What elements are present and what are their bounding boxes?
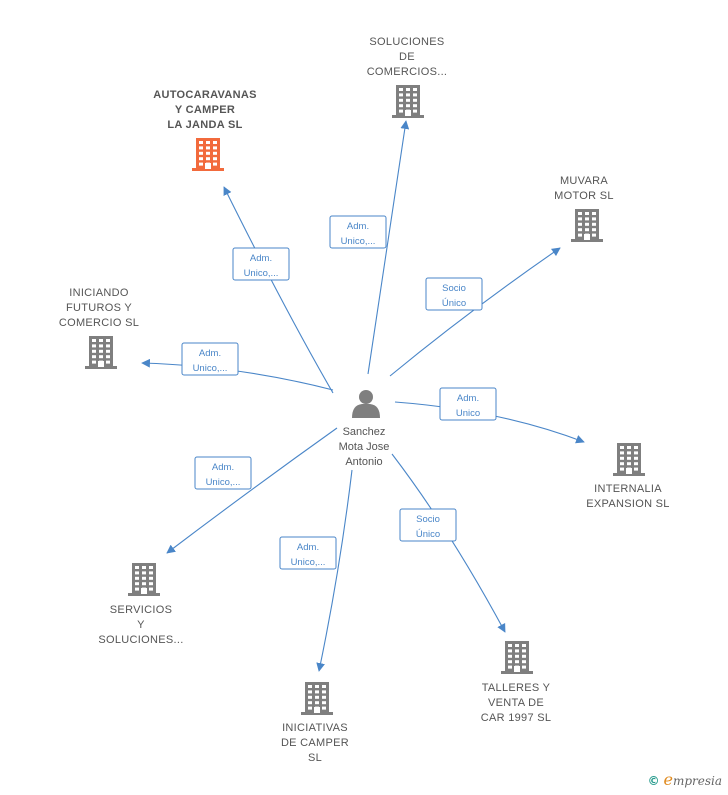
edge-line (141, 358, 334, 391)
edge-label-line: Adm. (250, 253, 272, 264)
building-icon (571, 209, 603, 242)
company-name-line: INICIATIVAS (282, 722, 348, 734)
edge-label-line: Unico,... (206, 477, 241, 488)
company-name-line: SOLUCIONES... (98, 634, 183, 646)
company-name-line: EXPANSION SL (586, 498, 669, 510)
person-name-line: Sanchez (343, 426, 386, 438)
edge-label-line: Socio (442, 283, 466, 294)
company-name-line: SL (308, 752, 322, 764)
edge-label[interactable]: Adm. Unico,... (194, 456, 252, 490)
company-name-line: MUVARA (560, 175, 608, 187)
edge-iniciando[interactable]: Adm. Unico,... (141, 342, 334, 391)
edge-label[interactable]: Adm. Unico,... (232, 247, 290, 281)
edge-label-line: Unico (456, 408, 480, 419)
company-name-line: Y (137, 619, 145, 631)
building-icon (192, 138, 224, 171)
edge-label-box (425, 277, 483, 311)
company-name-line: TALLERES Y (482, 682, 551, 694)
company-node-iniciando[interactable]: INICIANDO FUTUROS Y COMERCIO SL (59, 287, 139, 369)
person-name-line: Mota Jose (339, 441, 390, 453)
company-name-line: CAR 1997 SL (481, 712, 552, 724)
company-node-soluciones-comercios[interactable]: SOLUCIONES DE COMERCIOS... (367, 36, 448, 118)
edge-label-line: Único (416, 529, 440, 540)
edge-autocaravanas[interactable]: Adm. Unico,... (223, 186, 334, 394)
building-icon (392, 85, 424, 118)
building-icon (613, 443, 645, 476)
edge-iniciativas[interactable]: Adm. Unico,... (279, 469, 353, 672)
company-node-servicios[interactable]: SERVICIOS Y SOLUCIONES... (98, 563, 183, 646)
company-name-line: FUTUROS Y (66, 302, 132, 314)
building-icon (501, 641, 533, 674)
edge-label-line: Unico,... (291, 557, 326, 568)
edge-label-line: Único (442, 298, 466, 309)
company-name-line: DE CAMPER (281, 737, 349, 749)
company-name-line: AUTOCARAVANAS (153, 89, 257, 101)
person-name-line: Antonio (345, 456, 382, 468)
building-icon (128, 563, 160, 596)
edge-label-box (232, 247, 290, 281)
company-name-line: INICIANDO (69, 287, 129, 299)
edge-label-box (279, 536, 337, 570)
edge-line (316, 469, 353, 672)
edge-label[interactable]: Adm. Unico,... (279, 536, 337, 570)
company-node-muvara[interactable]: MUVARA MOTOR SL (554, 175, 614, 242)
brand-initial: e (663, 770, 673, 789)
edge-line (389, 247, 561, 377)
edge-label-line: Adm. (457, 393, 479, 404)
nodes-layer: AUTOCARAVANAS Y CAMPER LA JANDA SL SOLUCION… (59, 36, 670, 764)
edge-soluciones-comercios[interactable]: Adm. Unico,... (329, 120, 410, 375)
edge-label[interactable]: Adm. Unico (439, 387, 497, 421)
company-node-internalia[interactable]: INTERNALIA EXPANSION SL (586, 443, 669, 510)
edge-label-box (329, 215, 387, 249)
company-name-line: VENTA DE (488, 697, 544, 709)
person-icon (352, 390, 380, 418)
company-name-line: LA JANDA SL (167, 119, 242, 131)
brand-footer[interactable]: © empresia (648, 770, 722, 789)
company-name-line: SERVICIOS (110, 604, 172, 616)
company-node-iniciativas[interactable]: INICIATIVAS DE CAMPER SL (281, 682, 349, 764)
edge-internalia[interactable]: Adm. Unico (394, 387, 585, 444)
building-icon (301, 682, 333, 715)
edge-line (166, 427, 338, 554)
edge-label-line: Adm. (297, 542, 319, 553)
brand-name: mpresia (672, 774, 722, 788)
company-node-talleres[interactable]: TALLERES Y VENTA DE CAR 1997 SL (481, 641, 552, 724)
edge-label[interactable]: Adm. Unico,... (181, 342, 239, 376)
edge-label-box (194, 456, 252, 490)
company-name-line: COMERCIO SL (59, 317, 139, 329)
edge-line (367, 120, 410, 375)
edge-label-box (181, 342, 239, 376)
company-name-line: COMERCIOS... (367, 66, 448, 78)
copyright-symbol: © (647, 774, 660, 788)
edge-label[interactable]: Adm. Unico,... (329, 215, 387, 249)
company-name-line: SOLUCIONES (369, 36, 444, 48)
company-node-autocaravanas[interactable]: AUTOCARAVANAS Y CAMPER LA JANDA SL (153, 89, 257, 171)
edge-label-line: Adm. (212, 462, 234, 473)
edge-label-line: Unico,... (193, 363, 228, 374)
edge-label-line: Unico,... (244, 268, 279, 279)
edge-label-line: Adm. (199, 348, 221, 359)
edge-line (223, 186, 334, 394)
edge-label-line: Unico,... (341, 236, 376, 247)
company-name-line: INTERNALIA (594, 483, 662, 495)
edge-label-box (399, 508, 457, 542)
company-name-line: Y CAMPER (175, 104, 235, 116)
edge-label-line: Adm. (347, 221, 369, 232)
company-name-line: DE (399, 51, 415, 63)
company-name-line: MOTOR SL (554, 190, 614, 202)
edge-line (391, 453, 506, 633)
edge-servicios[interactable]: Adm. Unico,... (166, 427, 338, 554)
edge-label-line: Socio (416, 514, 440, 525)
edge-label-box (439, 387, 497, 421)
building-icon (85, 336, 117, 369)
edges-layer: Adm.Unico,...Adm.Unico,...SocioÚnicoAdm.… (141, 120, 585, 672)
